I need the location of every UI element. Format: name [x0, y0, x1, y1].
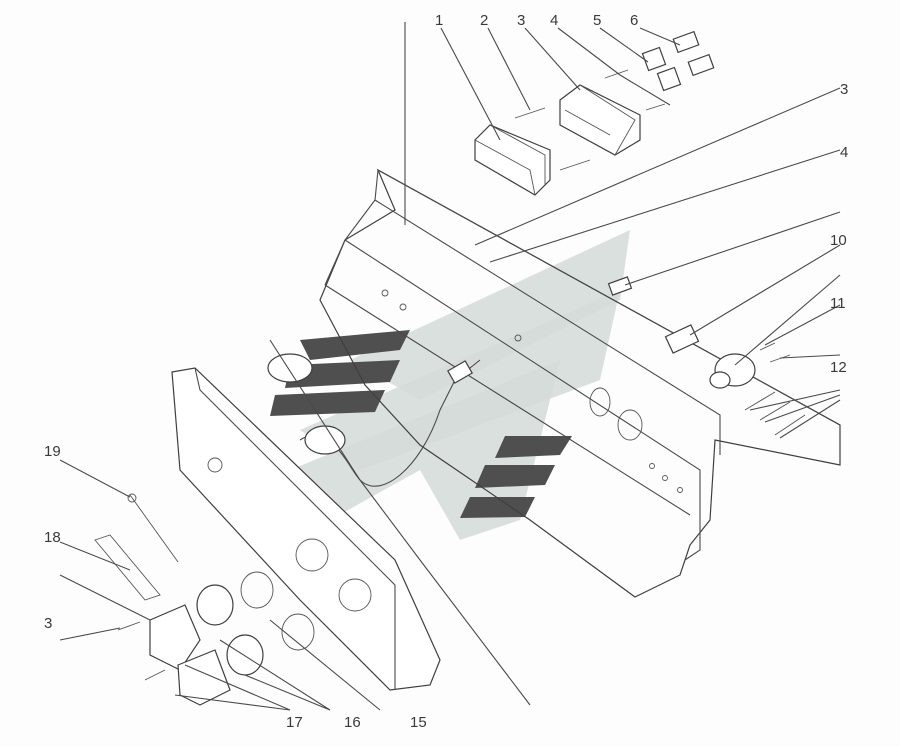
- callout-17: 17: [286, 714, 303, 731]
- dashboard-panel: [319, 168, 841, 598]
- callout-1: 1: [435, 12, 443, 29]
- callout-10: 10: [830, 232, 847, 249]
- callout-2: 2: [480, 12, 488, 29]
- callout-labels: 1 2 3 4 5 6 3 4 10 11 12 19 18 3 17 16 1…: [44, 12, 848, 731]
- left-components: [94, 493, 315, 706]
- top-components: [474, 30, 715, 196]
- callout-3-top: 3: [517, 12, 525, 29]
- callout-16: 16: [344, 714, 361, 731]
- leader-lines: [59, 22, 841, 711]
- callout-11: 11: [830, 295, 846, 312]
- callout-3-left: 3: [44, 615, 52, 632]
- callout-15: 15: [410, 714, 427, 731]
- front-panel: [171, 367, 441, 691]
- callout-6: 6: [630, 12, 638, 29]
- callout-18: 18: [44, 529, 61, 546]
- wiring-harness: [267, 353, 481, 487]
- callout-4-top: 4: [550, 12, 558, 29]
- callout-12: 12: [830, 359, 847, 376]
- callout-4-right: 4: [840, 144, 848, 161]
- callout-3-right: 3: [840, 81, 848, 98]
- right-components: [607, 276, 806, 436]
- callout-19: 19: [44, 443, 61, 460]
- callout-5: 5: [593, 12, 601, 29]
